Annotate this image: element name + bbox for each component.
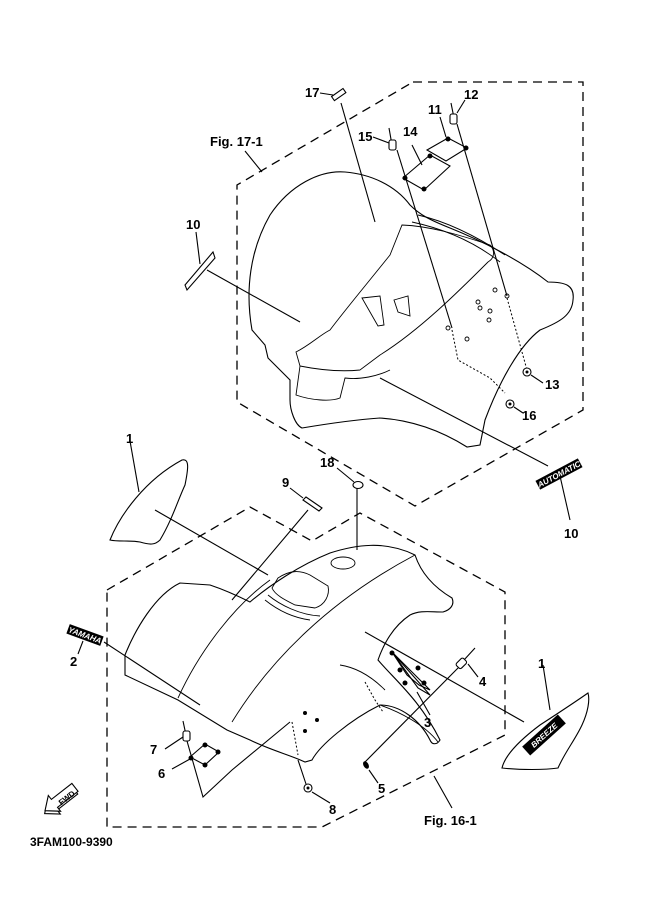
callout-13: 13 (545, 377, 559, 392)
figure-ref-16-1-line (433, 775, 453, 809)
callout-line-4 (467, 663, 479, 678)
callout-line-7 (164, 736, 184, 750)
part-3-bracket (391, 651, 431, 691)
callout-10b: 10 (564, 526, 578, 541)
part-9-decal (302, 496, 323, 512)
callout-line-10a (195, 231, 201, 265)
callout-9: 9 (282, 475, 289, 490)
part-2-yamaha-decal: YAMAHA (66, 624, 104, 646)
rear-fender-inner-rim (295, 365, 391, 401)
rear-fender-rib (411, 214, 506, 263)
part-17-cap (330, 87, 347, 102)
leader-12 (456, 123, 508, 297)
callout-18: 18 (320, 455, 334, 470)
callout-1a: 1 (126, 431, 133, 446)
rear-fender-tray (295, 224, 494, 372)
leader-1a (154, 509, 269, 576)
callout-line-12 (456, 99, 466, 114)
leader-17 (340, 102, 376, 223)
leader-6-7 (186, 721, 291, 799)
callout-2: 2 (70, 654, 77, 669)
part-14-bracket (402, 154, 451, 191)
front-fender-ridge-right (231, 554, 416, 723)
leader-2 (103, 641, 201, 706)
hidden-line-16 (451, 329, 506, 394)
callout-3: 3 (424, 715, 431, 730)
callout-line-5 (368, 769, 379, 784)
callout-10a: 10 (186, 217, 200, 232)
front-fender-wheel-arch (339, 664, 439, 743)
callout-17: 17 (305, 85, 319, 100)
callout-12: 12 (464, 87, 478, 102)
part-12-screw (449, 102, 458, 125)
part-5-grommet (363, 761, 369, 769)
hidden-line-13 (506, 297, 528, 371)
callout-11: 11 (428, 102, 442, 117)
rear-fender-cutout (361, 295, 411, 327)
diagram-code: 3FAM100-9390 (30, 835, 113, 849)
front-fender-storage-lid (264, 571, 329, 621)
front-fender-boundary (106, 506, 506, 828)
callout-line-14 (411, 144, 423, 166)
part-3-plate (391, 651, 431, 696)
figure-ref-16-1: Fig. 16-1 (424, 813, 477, 828)
hidden-line-front (364, 681, 384, 713)
callout-line-1b (542, 664, 551, 711)
hidden-line-8 (291, 721, 299, 756)
leader-8 (297, 759, 307, 785)
rear-fender-body (248, 171, 574, 448)
leader-1b (364, 631, 525, 723)
callout-line-1a (129, 440, 140, 493)
callout-line-13 (530, 374, 544, 384)
callout-1b: 1 (538, 656, 545, 671)
callout-line-9 (289, 487, 304, 499)
part-15-screw (388, 127, 397, 151)
yamaha-decal-text: YAMAHA (67, 625, 103, 645)
part-7-screw (182, 720, 191, 742)
part-10-decal-plain (184, 250, 216, 292)
callout-line-16 (513, 406, 524, 414)
callout-line-11 (439, 116, 447, 138)
front-fender-group: 18 9 1 YAMAHA 2 3 (66, 431, 590, 828)
callout-line-2 (77, 640, 84, 655)
callout-4: 4 (479, 674, 487, 689)
forward-arrow-icon: FWD (43, 782, 79, 815)
part-1-side-decal-left (109, 459, 189, 545)
rear-fender-group: 17 15 14 11 12 (184, 81, 584, 541)
callout-5: 5 (378, 781, 385, 796)
callout-15: 15 (358, 129, 372, 144)
leader-10a (206, 269, 301, 323)
leader-4 (364, 667, 459, 763)
callout-line-15 (372, 136, 390, 144)
part-18-cap (352, 480, 364, 490)
callout-line-17 (319, 92, 334, 96)
automatic-decal-text: AUTOMATIC (535, 459, 582, 490)
callout-8: 8 (329, 802, 336, 817)
callout-7: 7 (150, 742, 157, 757)
figure-ref-17-1: Fig. 17-1 (210, 134, 263, 149)
figure-ref-17-1-line (244, 150, 263, 173)
callout-line-6 (171, 758, 191, 770)
callout-line-10b (559, 475, 571, 521)
callout-line-18 (336, 467, 355, 483)
part-4-screw (455, 647, 476, 670)
front-fender-body (124, 544, 454, 763)
callout-6: 6 (158, 766, 165, 781)
callout-14: 14 (403, 124, 418, 139)
leader-10b (379, 377, 549, 467)
rear-fender-boundary (236, 81, 584, 507)
fuel-cap-hole (330, 556, 356, 570)
callout-16: 16 (522, 408, 536, 423)
callout-line-8 (311, 791, 331, 804)
leader-9 (231, 509, 309, 601)
rear-fender-holes (445, 287, 510, 342)
front-fender-ridge-left (177, 579, 271, 699)
